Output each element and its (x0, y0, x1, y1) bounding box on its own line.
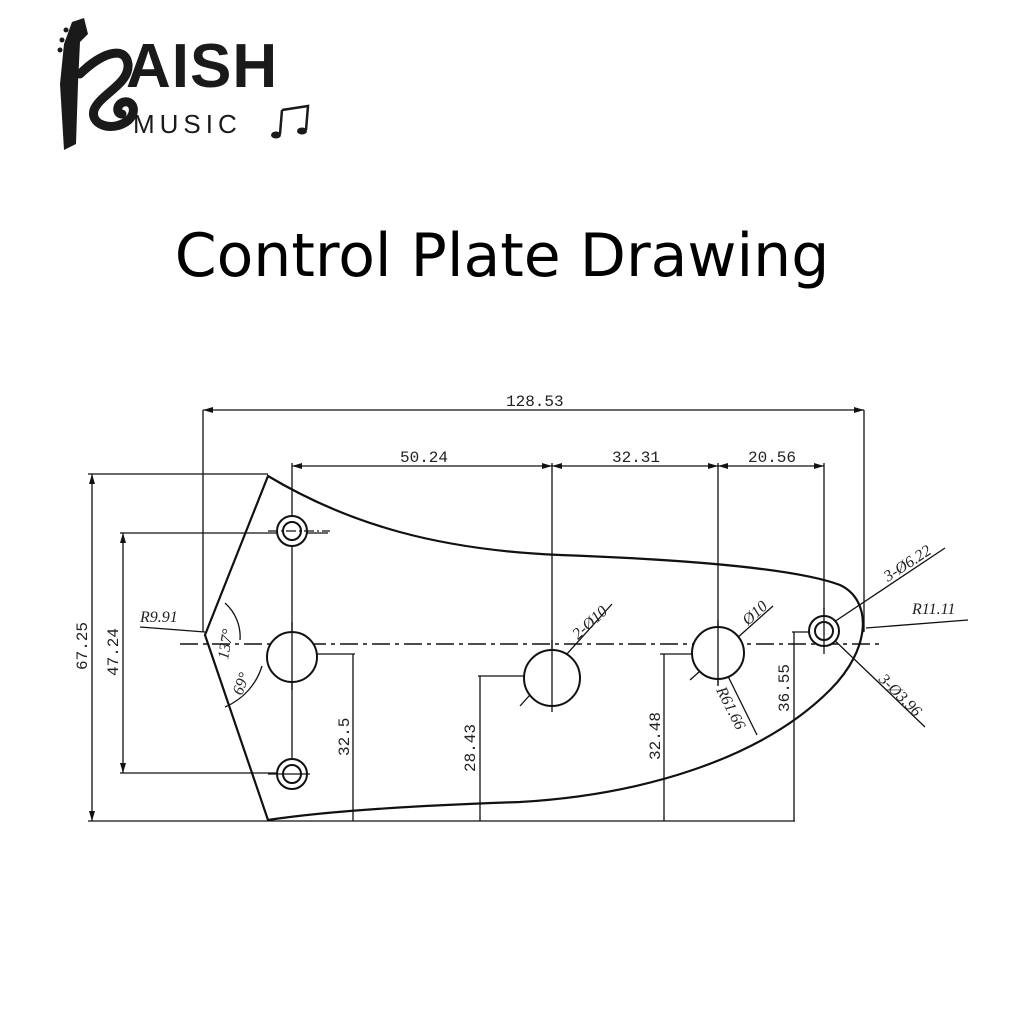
page-title: Control Plate Drawing (174, 221, 830, 291)
guitar-headstock-icon (60, 18, 88, 150)
dim-screw-outer: 3-Ø6.22 (880, 542, 934, 586)
kaish-logo (57, 18, 310, 150)
plate-outline (203, 474, 864, 822)
dim-angle-bottom: 69° (230, 670, 254, 697)
dim-d2: 32.31 (612, 449, 660, 467)
dim-height: 67.25 (74, 622, 92, 670)
dim-r-right: R11.11 (911, 601, 955, 618)
dim-hole-spacing: 47.24 (105, 628, 123, 676)
dim-h2: 28.43 (462, 724, 480, 772)
dim-h4: 36.55 (776, 664, 794, 712)
music-note-icon (271, 104, 310, 139)
brand-subtitle: MUSIC (133, 109, 242, 139)
dim-angle-top: 137° (215, 627, 237, 660)
dim-r-left: R9.91 (139, 609, 178, 626)
dim-hole-a: 2-Ø10 (569, 603, 611, 643)
dim-d3: 20.56 (748, 449, 796, 467)
dim-screw-inner: 3-Ø3.96 (874, 670, 924, 720)
dim-d1: 50.24 (400, 449, 448, 467)
dim-overall-length: 128.53 (506, 393, 564, 411)
brand-name: AISH (126, 32, 279, 101)
dim-h1: 32.5 (336, 718, 354, 756)
dim-h3: 32.48 (647, 712, 665, 760)
dim-hole-b: Ø10 (739, 598, 772, 630)
